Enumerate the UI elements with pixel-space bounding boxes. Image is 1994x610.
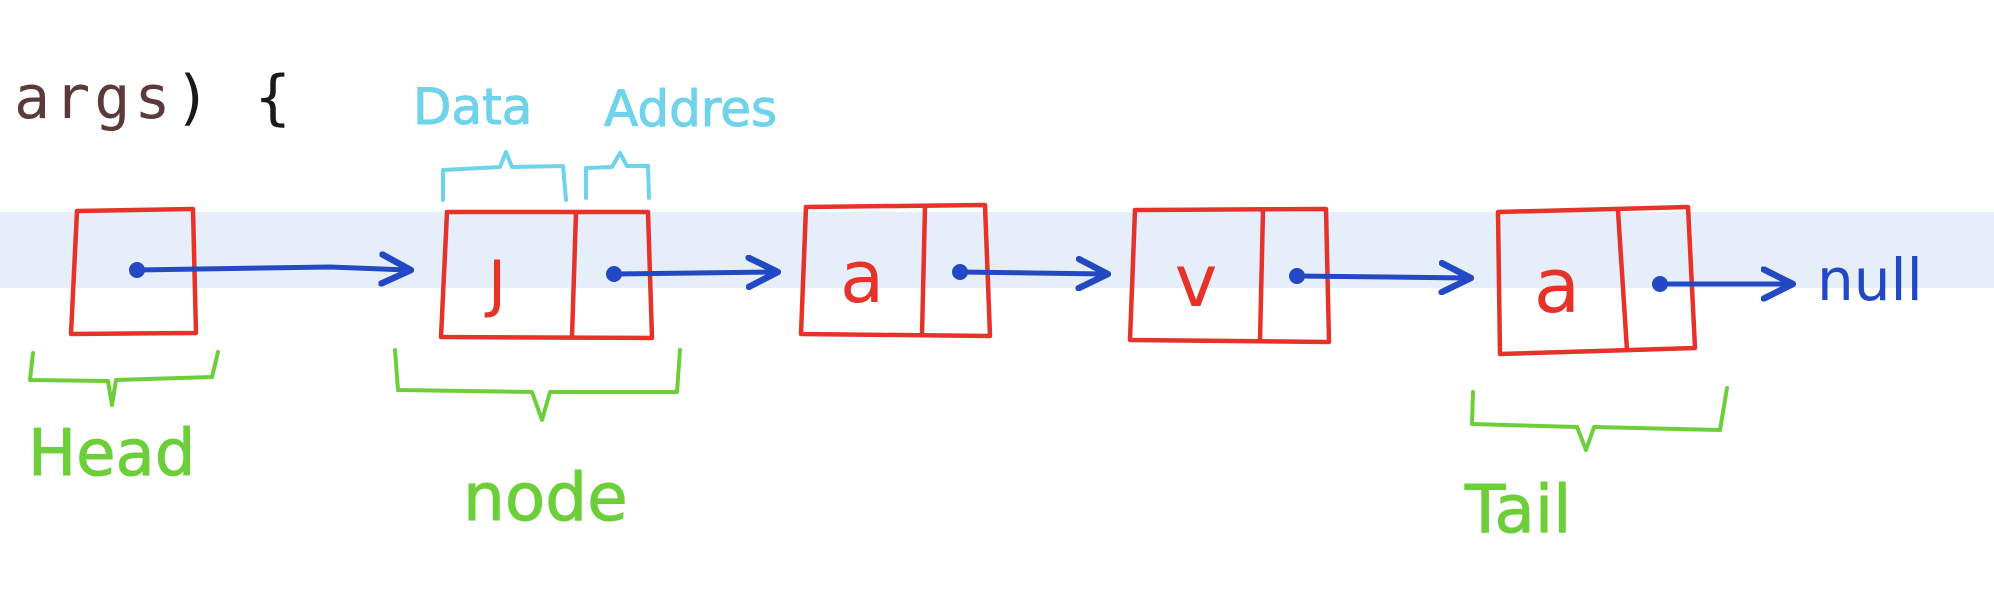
node-box-2 <box>798 202 993 339</box>
null-label: null <box>1817 246 1923 314</box>
node-value-3: v <box>1175 239 1218 323</box>
tail-label: Tail <box>1464 471 1572 548</box>
data-brace <box>441 150 568 202</box>
node-value-1: J <box>484 247 506 320</box>
node-box-1 <box>438 209 655 341</box>
node-box-4 <box>1495 204 1698 357</box>
head-box <box>68 206 199 337</box>
node-box-3 <box>1127 206 1332 345</box>
node-value-4: a <box>1534 241 1581 330</box>
tail-brace <box>1470 386 1729 452</box>
code-brace: ) { <box>174 63 295 133</box>
node-label: node <box>463 459 628 536</box>
head-brace <box>28 350 220 407</box>
code-args: args <box>14 63 175 133</box>
address-label: Addres <box>604 80 777 138</box>
node-brace <box>393 348 682 422</box>
arrow-node3-to-node4 <box>1294 276 1468 278</box>
code-snippet: args) { <box>14 62 295 134</box>
data-label: Data <box>413 78 532 136</box>
head-label: Head <box>28 417 195 491</box>
code-line-highlight <box>0 212 1994 288</box>
arrow-head-to-node1 <box>134 267 408 270</box>
pointer-arrows <box>129 262 1790 292</box>
arrow-node1-to-node2 <box>611 272 775 274</box>
arrow-node2-to-node3 <box>957 272 1105 274</box>
address-brace <box>584 151 651 200</box>
node-value-2: a <box>840 235 884 319</box>
